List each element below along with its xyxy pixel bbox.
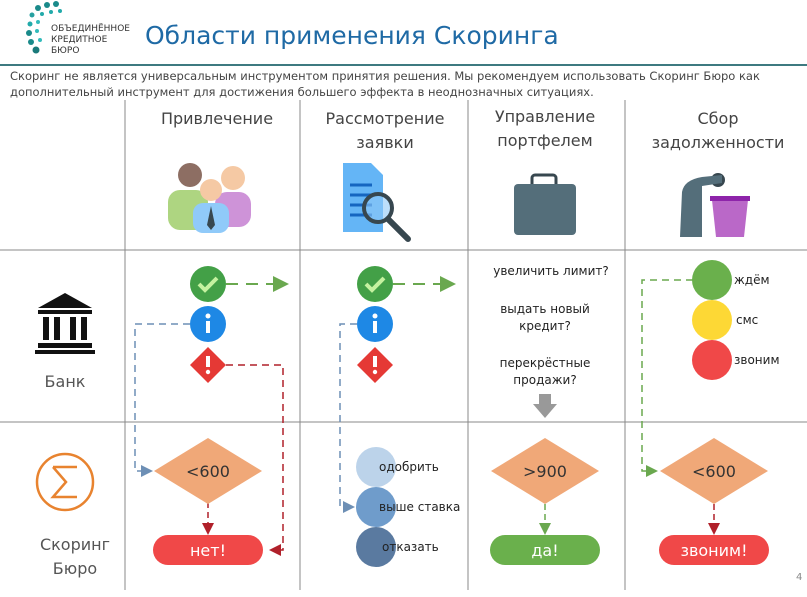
column-header-portfolio-1: Управление — [495, 107, 595, 126]
company-logo: ОБЪЕДИНЁННОЕ КРЕДИТНОЕ БЮРО — [26, 1, 130, 56]
col2-flow — [339, 276, 456, 513]
column-header-collection-1: Сбор — [698, 109, 739, 128]
outcome-collection-label: звоним! — [680, 541, 747, 560]
outcome-acquisition — [153, 535, 263, 565]
outcome-collection — [659, 535, 769, 565]
column-header-review-1: Рассмотрение — [326, 109, 445, 128]
outcome-portfolio-label: да! — [531, 541, 558, 560]
bank-icon — [35, 293, 95, 354]
light-sms: смс — [736, 313, 758, 327]
column-header-review-2: заявки — [356, 133, 413, 152]
light-yellow-circle — [692, 300, 732, 340]
decision-portfolio: >900 — [523, 462, 567, 481]
document-search-icon — [343, 163, 411, 242]
column-header-portfolio-2: портфелем — [497, 131, 592, 150]
decision-diamond-portfolio — [491, 438, 599, 504]
light-red-circle — [692, 340, 732, 380]
option-approve-circle — [356, 447, 396, 487]
decision-collection: <600 — [692, 462, 736, 481]
light-green-circle — [692, 260, 732, 300]
sigma-icon — [35, 452, 95, 512]
option-reject: отказать — [382, 540, 439, 554]
light-wait: ждём — [734, 273, 770, 287]
warning-icon — [190, 347, 226, 383]
col1-flow — [134, 276, 289, 556]
warning-icon — [357, 347, 393, 383]
column-header-acquisition: Привлечение — [161, 109, 273, 128]
row-label-bureau-1: Скоринг — [40, 535, 110, 554]
outcome-portfolio — [490, 535, 600, 565]
option-approve: одобрить — [379, 460, 439, 474]
decision-diamond-acquisition — [154, 438, 262, 504]
row-label-bank: Банк — [45, 372, 86, 391]
question-new-credit-2: кредит? — [519, 319, 571, 333]
people-icon — [168, 163, 251, 233]
down-arrow-icon — [533, 394, 557, 418]
info-icon — [190, 306, 226, 342]
decision-diamond-collection — [660, 438, 768, 504]
subtitle-line-2: дополнительный инструмент для достижения… — [10, 85, 594, 99]
check-icon — [190, 266, 226, 302]
option-higher-rate-circle — [356, 487, 396, 527]
subtitle-line-1: Скоринг не является универсальным инстру… — [10, 69, 760, 83]
question-cross-sell-1: перекрёстные — [500, 356, 591, 370]
column-header-collection-2: задолженности — [652, 133, 785, 152]
briefcase-icon — [514, 173, 576, 235]
grid-lines — [0, 100, 807, 590]
logo-line-1: ОБЪЕДИНЁННОЕ — [51, 23, 130, 34]
row-label-bureau-2: Бюро — [53, 559, 97, 578]
option-higher-rate: выше ставка — [379, 500, 460, 514]
logo-line-3: БЮРО — [51, 46, 79, 56]
question-increase-limit: увеличить лимит? — [493, 264, 608, 278]
light-call: звоним — [734, 353, 780, 367]
option-reject-circle — [356, 527, 396, 567]
page-number: 4 — [796, 572, 802, 583]
question-new-credit-1: выдать новый — [500, 302, 590, 316]
decision-acquisition: <600 — [186, 462, 230, 481]
page-title: Области применения Скоринга — [145, 21, 559, 50]
person-bin-icon — [680, 173, 750, 237]
check-icon — [357, 266, 393, 302]
outcome-acquisition-label: нет! — [190, 541, 226, 560]
logo-line-2: КРЕДИТНОЕ — [51, 35, 108, 45]
question-cross-sell-2: продажи? — [513, 373, 576, 387]
info-icon — [357, 306, 393, 342]
